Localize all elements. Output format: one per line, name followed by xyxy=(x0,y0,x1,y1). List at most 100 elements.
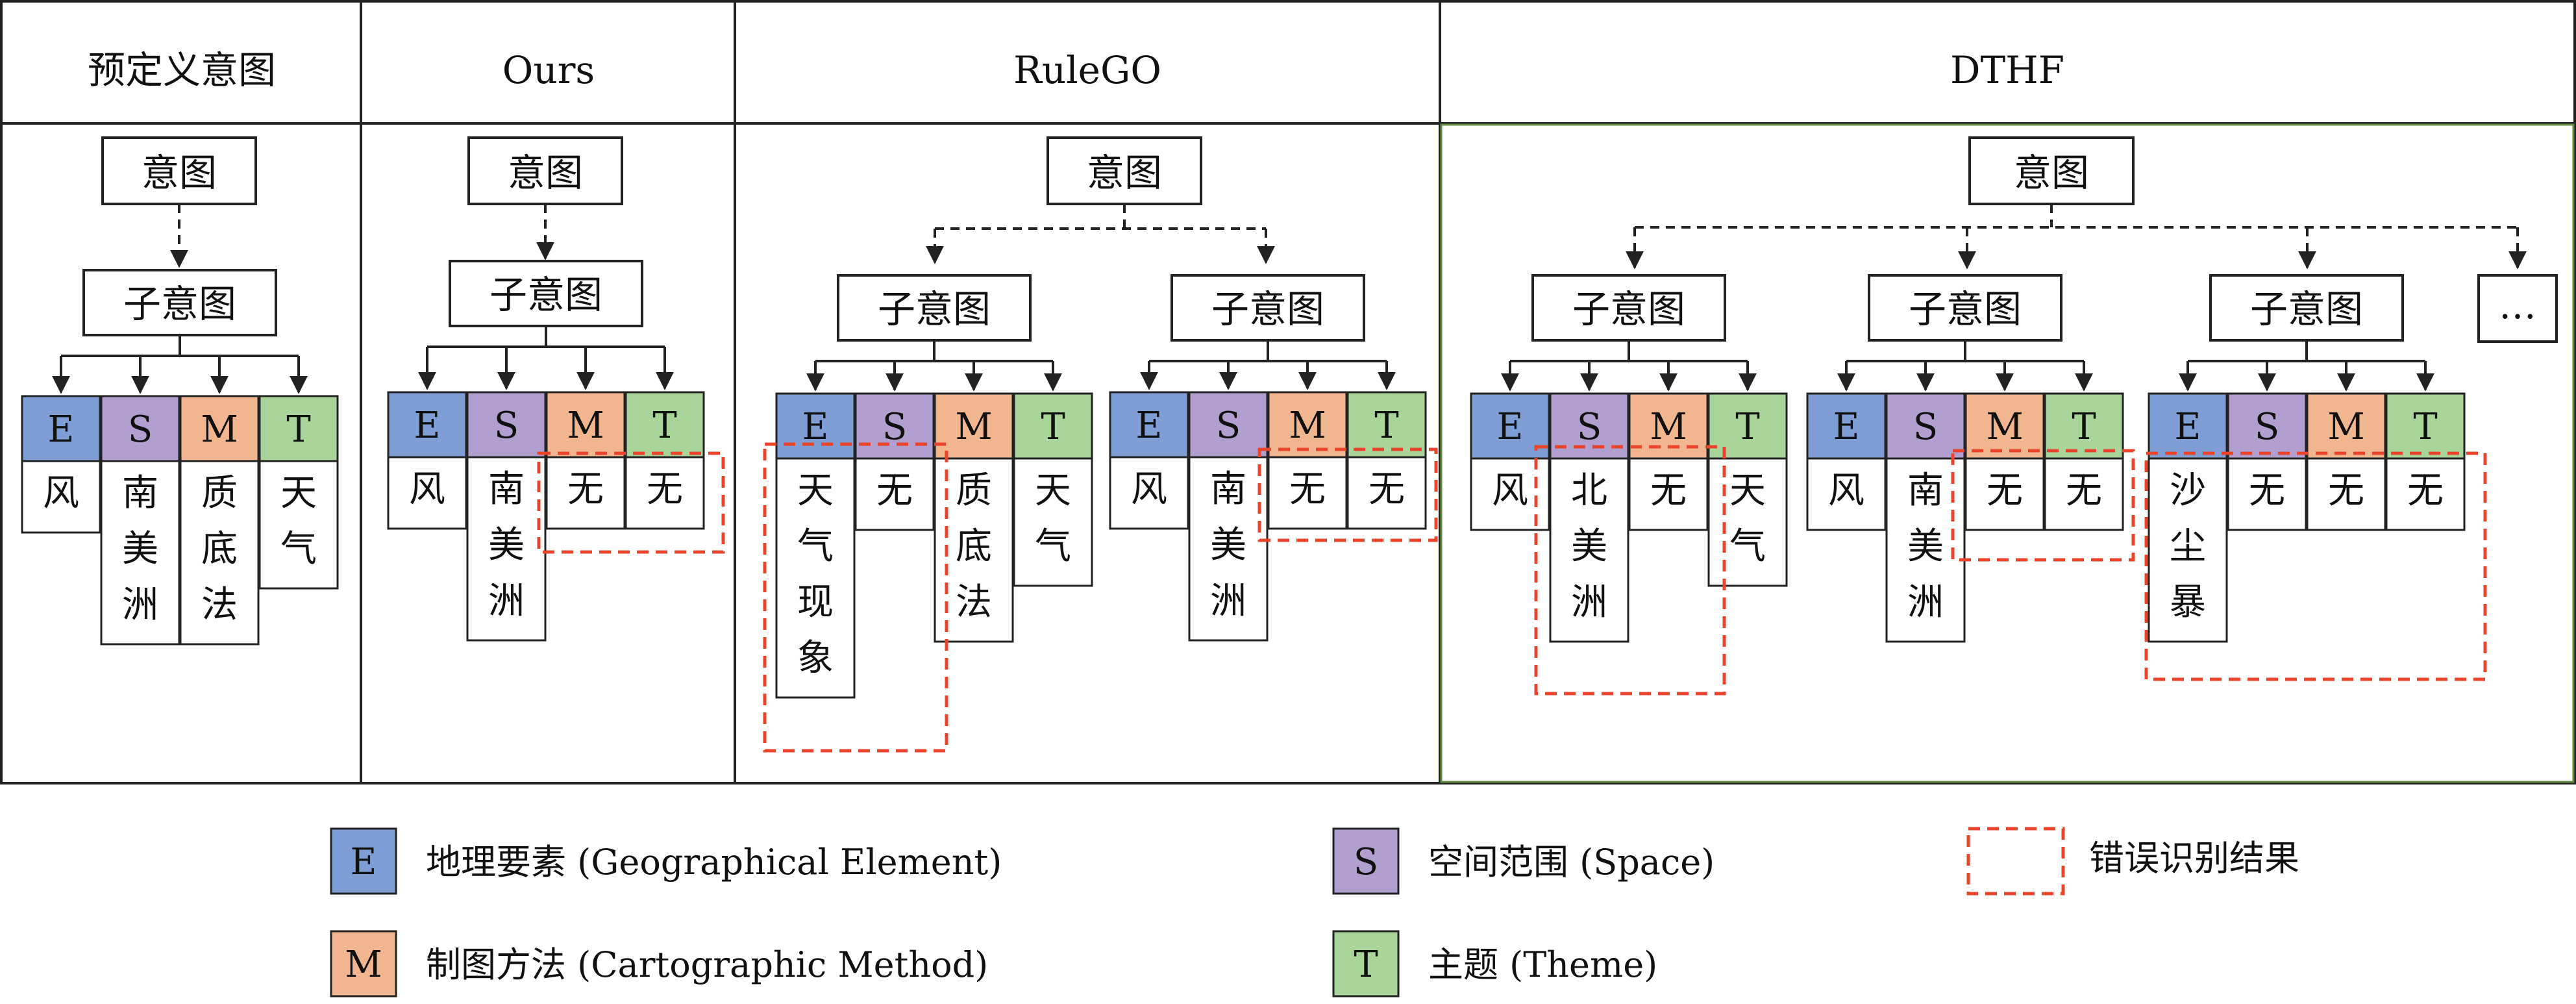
sub-intent-label: 子意图 xyxy=(489,273,602,317)
category-letter-e: E xyxy=(2175,406,2201,448)
value-text-e: 风 xyxy=(43,472,79,514)
value-cell-e xyxy=(387,456,467,530)
value-cell-m xyxy=(1267,456,1348,530)
category-cell-t xyxy=(2044,392,2124,460)
category-letter-s: S xyxy=(1577,406,1602,448)
value-cell-t xyxy=(625,456,705,530)
value-text-s: 北美洲 xyxy=(1571,470,1607,623)
header-dthf: DTHF xyxy=(1950,48,2064,92)
value-cell-m xyxy=(545,456,626,530)
legend-swatch-m xyxy=(330,930,397,998)
sub-intent-box xyxy=(449,260,643,327)
legend-swatch-e xyxy=(330,827,397,895)
category-letter-m: M xyxy=(955,406,992,448)
sub-intent-box xyxy=(1170,274,1365,342)
category-cell-m xyxy=(934,392,1014,460)
category-letter-m: M xyxy=(2327,406,2364,448)
category-cell-t xyxy=(258,395,339,462)
legend-label-m: 制图方法 (Cartographic Method) xyxy=(426,944,988,985)
value-text-e: 风 xyxy=(1828,470,1864,512)
legend-error-swatch xyxy=(1966,827,2065,896)
category-cell-e xyxy=(21,395,101,462)
value-text-t: 天气 xyxy=(1729,470,1766,568)
category-letter-m: M xyxy=(1650,406,1687,448)
category-letter-e: E xyxy=(1833,406,1860,448)
value-cell-e xyxy=(1806,457,1887,531)
sub-intent-groups: 子意图E风S南美洲M质底法T天气子意图E风S南美洲M无T无子意图E天气现象S无M… xyxy=(21,260,2466,699)
error-mark-ours xyxy=(537,451,725,554)
value-cell-e xyxy=(21,460,101,534)
category-letter-m: M xyxy=(1289,405,1326,447)
category-cell-e xyxy=(1806,392,1887,460)
category-cell-s xyxy=(1885,392,1966,460)
value-text-m: 无 xyxy=(1650,470,1687,512)
legend-label-e: 地理要素 (Geographical Element) xyxy=(426,842,1002,883)
category-letter-t: T xyxy=(1735,406,1759,448)
value-text-s: 南美洲 xyxy=(1210,468,1246,622)
category-letter-s: S xyxy=(128,408,153,451)
category-cell-e xyxy=(2148,392,2228,460)
intent-connectors xyxy=(170,204,2527,270)
sub-intent-label: 子意图 xyxy=(2250,287,2363,331)
category-cell-m xyxy=(1964,392,2045,460)
value-text-s: 无 xyxy=(876,470,913,512)
value-cell-t xyxy=(2044,457,2124,531)
category-letter-t: T xyxy=(286,408,310,451)
category-cell-s xyxy=(1188,391,1269,458)
error-mark-dthf-2 xyxy=(1951,449,2135,562)
error-mark-rulego-2 xyxy=(1257,447,1438,542)
category-letter-e: E xyxy=(802,406,829,448)
value-cell-t xyxy=(1013,457,1093,587)
value-text-t: 无 xyxy=(2407,470,2444,512)
legend-label-error: 错误识别结果 xyxy=(2089,838,2299,879)
header-rulego: RuleGO xyxy=(1013,48,1161,92)
value-text-m: 质底法 xyxy=(956,470,992,623)
value-text-s: 南美洲 xyxy=(122,472,158,626)
category-letter-m: M xyxy=(1986,406,2023,448)
value-text-m: 无 xyxy=(567,468,604,510)
value-cell-e xyxy=(1109,456,1189,530)
value-text-e: 天气现象 xyxy=(797,470,834,679)
value-cell-m xyxy=(179,460,260,646)
value-cell-s xyxy=(1188,456,1269,642)
category-cell-s xyxy=(100,395,180,462)
panel-frames xyxy=(0,0,2576,784)
category-letter-t: T xyxy=(1374,405,1398,447)
value-text-t: 无 xyxy=(1368,468,1405,510)
value-cell-s xyxy=(466,456,547,642)
value-text-s: 南美洲 xyxy=(1907,470,1944,623)
error-mark-dthf-1 xyxy=(1534,445,1726,696)
category-cell-t xyxy=(1707,392,1788,460)
legend-letter-m: M xyxy=(345,944,382,986)
legend: E 地理要素 (Geographical Element) M 制图方法 (Ca… xyxy=(330,827,2299,998)
category-letter-e: E xyxy=(48,408,75,451)
legend-letter-e: E xyxy=(351,841,377,883)
ellipsis-box: … xyxy=(2499,283,2536,327)
value-cell-m xyxy=(1628,457,1709,531)
intent-box-dthf: 意图 xyxy=(2014,151,2089,195)
value-cell-s xyxy=(854,457,935,531)
value-text-t: 无 xyxy=(647,468,683,510)
category-letter-e: E xyxy=(1497,406,1524,448)
value-text-t: 天气 xyxy=(1035,470,1071,568)
value-text-m: 无 xyxy=(2328,470,2364,512)
sub-intent-label: 子意图 xyxy=(1572,287,1685,331)
legend-label-t: 主题 (Theme) xyxy=(1428,944,1657,985)
intent-box-ours: 意图 xyxy=(508,151,583,195)
sub-intent-box xyxy=(1868,274,2062,342)
legend-swatch-t xyxy=(1332,930,1400,998)
category-cell-t xyxy=(625,391,705,458)
value-text-e: 风 xyxy=(1131,468,1167,510)
category-letter-m: M xyxy=(201,408,238,451)
value-text-e: 风 xyxy=(1492,470,1528,512)
value-cell-e xyxy=(2148,457,2228,643)
category-letter-s: S xyxy=(494,405,519,447)
value-text-t: 天气 xyxy=(280,472,317,570)
sub-intent-box xyxy=(82,269,277,336)
sub-intent-box xyxy=(2209,274,2404,342)
legend-letter-s: S xyxy=(1354,841,1378,883)
